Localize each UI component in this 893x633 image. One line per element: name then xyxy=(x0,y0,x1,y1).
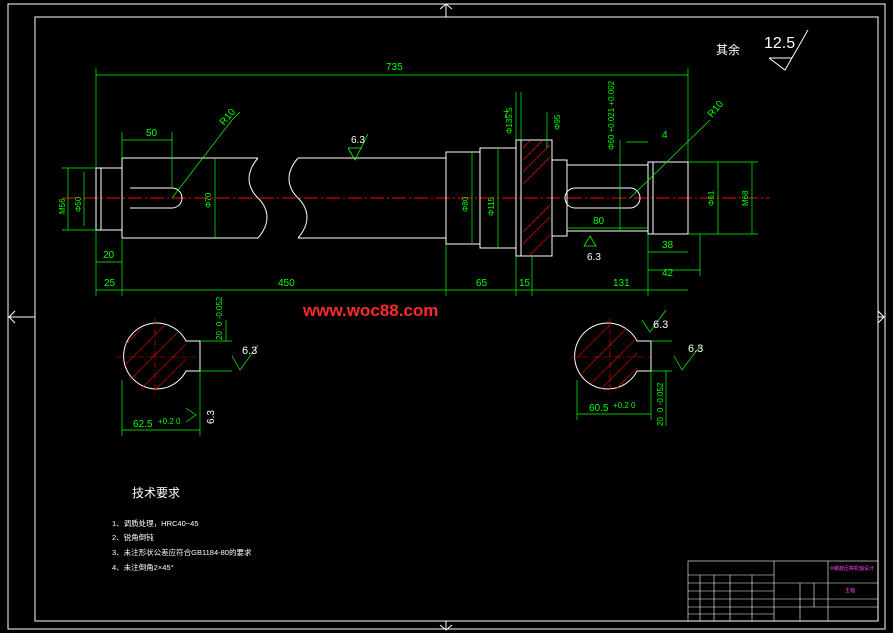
section-left-depth-tol: +0.2 0 xyxy=(158,417,181,426)
dim-42: 42 xyxy=(662,268,674,279)
roughness-rest: 其余 12.5 xyxy=(716,29,809,71)
dim-phi80: Φ80 xyxy=(461,196,470,212)
section-right-rough-top: 6.3 xyxy=(653,319,668,331)
technical-notes: 技术要求 1、调质处理，HRC40~45 2、锐角倒钝 3、未注形状公差应符合G… xyxy=(112,486,252,572)
section-right: 6.3 6.3 60.5 +0.2 0 20 0 -0.052 xyxy=(571,309,703,426)
section-right-depth: 60.5 xyxy=(589,403,609,414)
dimension-lines xyxy=(62,68,758,296)
dim-phi70: Φ70 xyxy=(204,192,213,208)
dim-phi115: Φ115 xyxy=(487,196,496,216)
notes-item-4: 4、未注倒角2×45° xyxy=(112,562,174,572)
dim-15: 15 xyxy=(519,278,531,289)
dim-phi135: Φ135.5 xyxy=(505,107,514,134)
title-block-drawing-name: Φ螺旋压榨机轴设计 xyxy=(830,565,874,572)
section-right-depth-tol: +0.2 0 xyxy=(613,401,636,410)
section-right-rough-side: 6.3 xyxy=(688,343,703,355)
notes-item-1: 1、调质处理，HRC40~45 xyxy=(112,518,198,528)
dim-phi50: Φ50 xyxy=(74,196,83,212)
dim-80: 80 xyxy=(593,216,605,227)
dim-65: 65 xyxy=(476,278,488,289)
dim-450: 450 xyxy=(278,278,295,289)
roughness-symbol-icon xyxy=(768,29,809,71)
section-left-width: 20 xyxy=(215,331,224,340)
roughness-rest-value: 12.5 xyxy=(764,35,795,52)
dim-phi61: Φ61 xyxy=(707,190,716,206)
section-left-depth: 62.5 xyxy=(133,419,153,430)
drawing-frame xyxy=(7,3,886,631)
dim-overall-length: 735 xyxy=(386,62,403,73)
roughness-marks xyxy=(347,133,597,247)
dim-25: 25 xyxy=(104,278,116,289)
dim-50: 50 xyxy=(146,128,158,139)
section-left-rough-bottom: 6.3 xyxy=(206,410,217,424)
watermark-text: www.woc88.com xyxy=(302,301,438,320)
roughness-neck: 6.3 xyxy=(587,252,601,263)
dim-4: 4 xyxy=(662,130,668,141)
section-left: 20 0 -0.052 6.3 62.5 +0.2 0 6.3 xyxy=(116,296,259,436)
dim-r10-right: R10 xyxy=(706,98,727,119)
section-right-width-tol: 0 -0.052 xyxy=(656,382,665,412)
dim-7: 7 xyxy=(503,110,509,121)
title-block: Φ螺旋压榨机轴设计 主轴 xyxy=(687,560,879,622)
dim-r10-left: R10 xyxy=(218,106,239,127)
dim-m68: M68 xyxy=(741,190,750,206)
shaft-main-view: 735 50 R10 M56 Φ50 Φ70 20 25 450 6.3 Φ80… xyxy=(58,62,770,296)
section-left-width-tol: 0 -0.052 xyxy=(215,296,224,326)
dim-20: 20 xyxy=(103,250,115,261)
notes-item-2: 2、锐角倒钝 xyxy=(112,532,154,542)
dim-phi95: Φ95 xyxy=(553,114,562,130)
dim-phi60-tol: Φ60 +0.021 +0.002 xyxy=(607,80,616,150)
dim-131: 131 xyxy=(613,278,630,289)
notes-title: 技术要求 xyxy=(132,486,180,500)
roughness-shaft: 6.3 xyxy=(351,135,365,146)
section-right-width: 20 xyxy=(656,417,665,426)
dim-38: 38 xyxy=(662,240,674,251)
notes-item-3: 3、未注形状公差应符合GB1184-80的要求 xyxy=(112,547,252,557)
dim-m56: M56 xyxy=(58,198,67,214)
title-block-part-name: 主轴 xyxy=(845,587,855,594)
flange-hatch xyxy=(522,140,551,256)
section-left-rough-side: 6.3 xyxy=(242,345,257,357)
roughness-rest-label: 其余 xyxy=(716,42,740,57)
